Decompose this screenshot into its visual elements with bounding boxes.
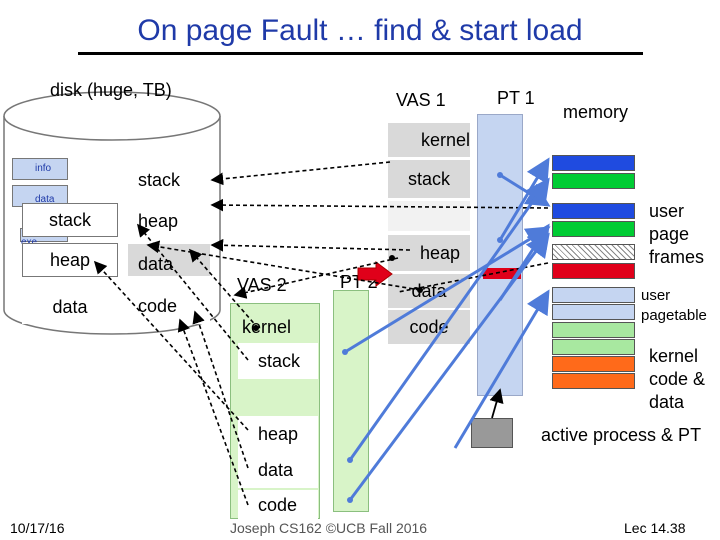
- mem-kernel-1: [552, 356, 635, 372]
- page-title: On page Fault … find & start load: [137, 14, 583, 47]
- pt1-label: PT 1: [497, 88, 535, 108]
- pt2-table: [333, 290, 369, 512]
- user-page-frames-label: user page frames: [649, 201, 705, 267]
- vas2-kernel: kernel: [242, 316, 292, 337]
- mem-frame-free: [552, 244, 635, 260]
- mem-frame-1: [552, 155, 635, 171]
- pt1-table: [477, 114, 523, 396]
- pt1-fault-entry: [483, 268, 521, 279]
- kernel-code-data-label: kernel code & data: [649, 346, 706, 412]
- mem-pagetable-1: [552, 287, 635, 303]
- user-pagetable-label: user pagetable: [641, 287, 707, 324]
- mem-frame-fault: [552, 263, 635, 279]
- footer-date: 10/17/16: [10, 520, 65, 536]
- footer-lecture: Lec 14.38: [624, 520, 686, 536]
- vas2-heap: heap: [238, 416, 318, 452]
- mem-pagetable-3: [552, 322, 635, 338]
- mem-kernel-2: [552, 373, 635, 389]
- disk-file-info[interactable]: info: [12, 158, 68, 180]
- active-pt-register: [471, 418, 513, 448]
- vas1-gap: [388, 201, 470, 231]
- vas1-kernel: kernel: [388, 123, 470, 157]
- mem-frame-4: [552, 221, 635, 237]
- file-data-label: data: [35, 194, 55, 205]
- mem-pagetable-2: [552, 304, 635, 320]
- disk-label: disk (huge, TB): [50, 80, 172, 100]
- mem-frame-2: [552, 173, 635, 189]
- file-exe-label: exe: [21, 237, 37, 248]
- disk-exe-stack: stack: [128, 162, 210, 198]
- vas1-stack: stack: [388, 160, 470, 198]
- active-process-label: active process & PT: [541, 425, 702, 445]
- footer-course: Joseph CS162 ©UCB Fall 2016: [230, 520, 428, 536]
- title-underline: [78, 52, 643, 55]
- file-info-label: info: [35, 163, 52, 174]
- vas2-code: code: [238, 490, 318, 520]
- disk-data-block: data: [22, 290, 118, 324]
- vas2-label: VAS 2: [237, 275, 287, 295]
- disk-stack-block: stack: [22, 203, 118, 237]
- memory-label: memory: [563, 102, 629, 122]
- vas2-data: data: [238, 452, 318, 488]
- mem-pagetable-4: [552, 339, 635, 355]
- vas1-heap: heap: [388, 235, 470, 271]
- vas1-code: code: [388, 310, 470, 344]
- vas1-kernel-label: kernel: [420, 129, 470, 150]
- vas1-label: VAS 1: [396, 90, 446, 110]
- mem-frame-3: [552, 203, 635, 219]
- vas2-stack: stack: [238, 343, 318, 379]
